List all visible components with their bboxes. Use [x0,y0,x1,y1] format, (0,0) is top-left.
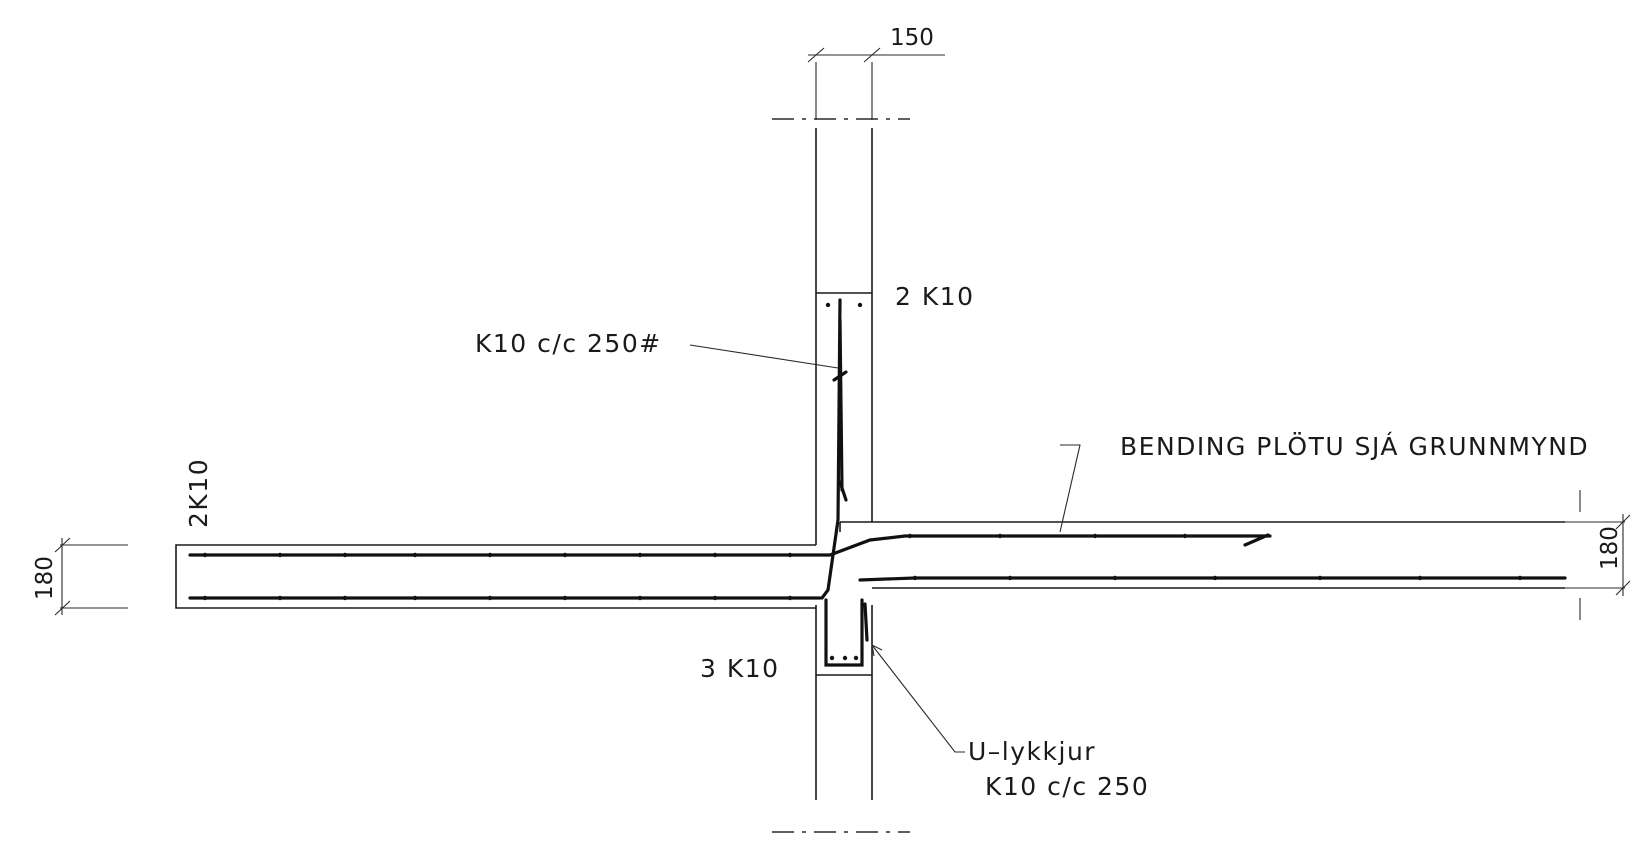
label-u-bars-line2: K10 c/c 250 [985,772,1149,801]
axis-lines [772,118,910,833]
dimension-180-right-label: 180 [1597,526,1623,570]
rebar [188,298,1567,667]
rebar-dots [202,302,1523,661]
label-u-bars-line1: U–lykkjur [968,737,1096,766]
slab-outline [175,521,1565,609]
label-bottom-bars: 3 K10 [700,654,780,683]
wall-outline [815,128,873,800]
dimension-150: 150 [807,25,945,120]
dimension-150-label: 150 [890,25,934,51]
dimension-180-right: 180 [1565,490,1631,620]
dimension-180-left-label: 180 [32,556,58,600]
label-left-bars: 2K10 [184,458,213,528]
label-slab-note: BENDING PLÖTU SJÁ GRUNNMYND [1120,432,1589,461]
dimension-180-left: 180 [32,537,128,616]
leader-lines [689,344,1081,753]
label-mesh: K10 c/c 250# [475,329,662,358]
label-top-bars: 2 K10 [895,282,975,311]
